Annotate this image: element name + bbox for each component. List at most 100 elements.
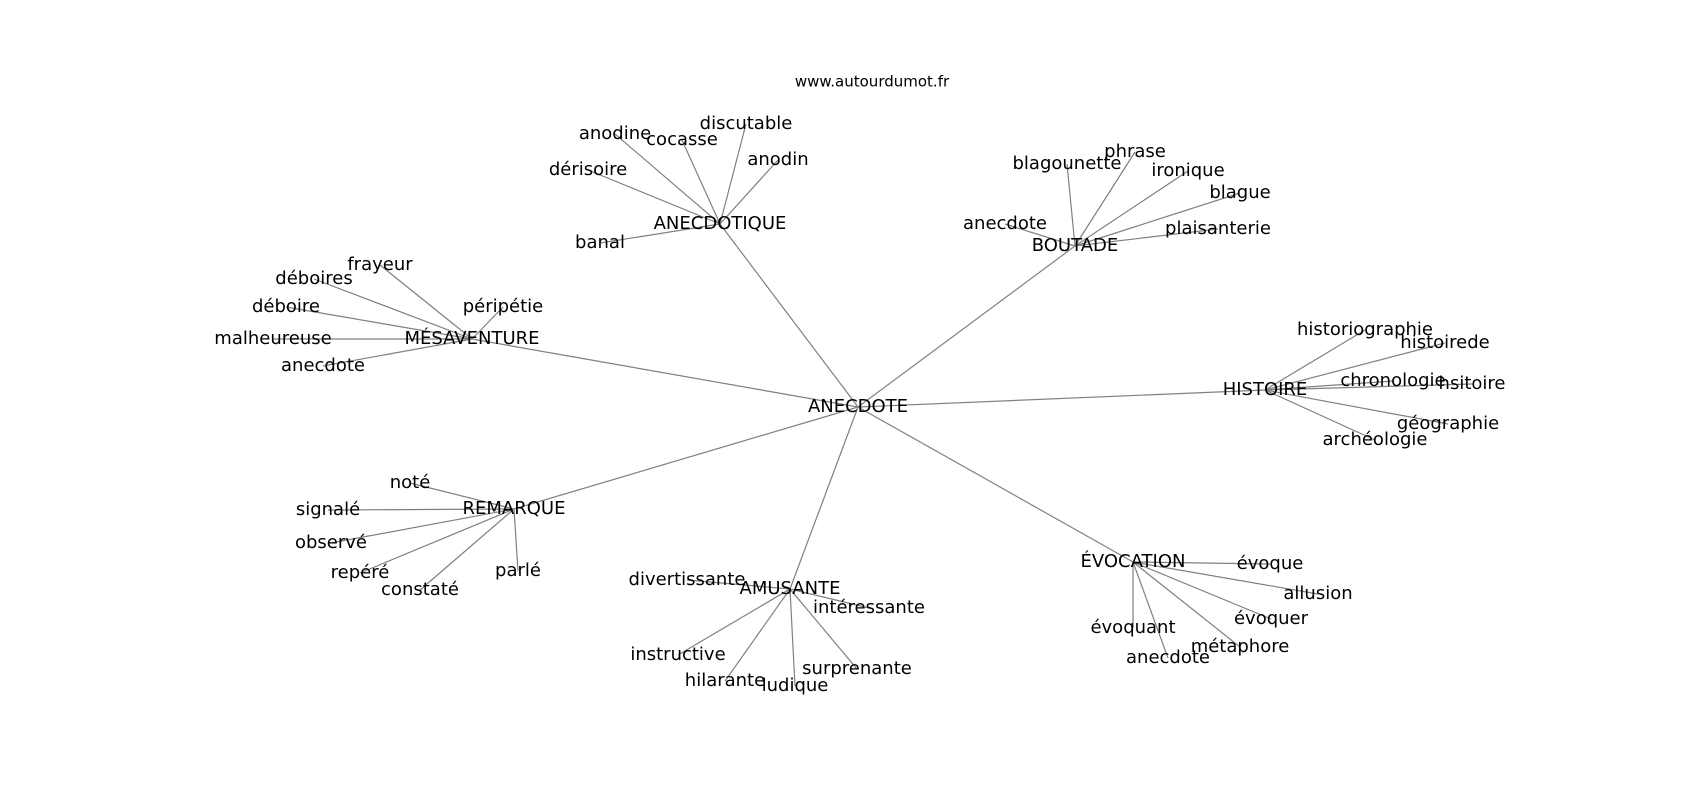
edge-hub-leaf — [1264, 342, 1446, 391]
leaf-word-node[interactable]: surprenante — [802, 658, 912, 679]
hub-word-node[interactable]: AMUSANTE — [740, 578, 841, 599]
leaf-word-node[interactable]: observé — [295, 532, 367, 553]
edge-hub-leaf — [681, 139, 721, 225]
edge-hub-leaf — [587, 169, 721, 225]
edge-hub-leaf — [789, 588, 858, 670]
hub-word-node[interactable]: MÉSAVENTURE — [404, 327, 539, 349]
leaf-word-node[interactable]: ludique — [762, 675, 829, 696]
edge-center-hub — [789, 406, 859, 590]
edge-hub-leaf — [513, 508, 519, 572]
leaf-word-node[interactable]: déboire — [252, 296, 320, 317]
edge-hub-leaf — [1264, 389, 1376, 441]
leaf-word-node[interactable]: évoquant — [1090, 617, 1175, 638]
leaf-word-node[interactable]: déboires — [275, 268, 352, 289]
edge-center-hub — [857, 406, 1134, 563]
edge-hub-leaf — [677, 588, 791, 656]
leaf-word-node[interactable]: constaté — [381, 579, 459, 600]
edge-center-hub — [513, 406, 859, 510]
edge-hub-leaf — [599, 223, 721, 244]
leaf-word-node[interactable]: blague — [1209, 182, 1270, 203]
hub-word-node[interactable]: REMARQUE — [463, 498, 566, 519]
edge-hub-leaf — [1074, 192, 1241, 247]
edge-hub-leaf — [379, 264, 473, 340]
edge-hub-leaf — [719, 159, 779, 225]
edge-hub-leaf — [719, 123, 747, 225]
edge-hub-leaf — [1264, 389, 1449, 425]
leaf-word-node[interactable]: anecdote — [963, 213, 1047, 234]
edge-center-hub — [857, 389, 1266, 408]
leaf-word-node[interactable]: anecdote — [1126, 647, 1210, 668]
edge-hub-leaf — [1074, 170, 1189, 247]
edge-hub-leaf — [409, 482, 515, 510]
edge-hub-leaf — [1264, 383, 1473, 391]
leaf-word-node[interactable]: noté — [390, 472, 431, 493]
edges-layer — [273, 123, 1473, 687]
hub-word-node[interactable]: HISTOIRE — [1223, 379, 1308, 400]
leaf-word-node[interactable]: hilarante — [685, 670, 765, 691]
edge-hub-leaf — [330, 508, 515, 544]
edge-hub-leaf — [724, 588, 791, 682]
edge-hub-leaf — [686, 579, 791, 590]
hub-word-node[interactable]: ÉVOCATION — [1081, 550, 1186, 572]
edge-hub-leaf — [1132, 561, 1169, 659]
leaf-word-node[interactable]: frayeur — [347, 254, 413, 275]
leaf-word-node[interactable]: ironique — [1151, 160, 1224, 181]
leaf-word-node[interactable]: parlé — [495, 560, 541, 581]
leaf-word-node[interactable]: intéressante — [813, 597, 925, 618]
leaf-word-node[interactable]: péripétie — [463, 296, 544, 317]
edge-hub-leaf — [1132, 561, 1319, 595]
edge-hub-leaf — [1264, 329, 1366, 391]
edge-hub-leaf — [1132, 561, 1272, 620]
hub-word-node[interactable]: ANECDOTIQUE — [654, 213, 787, 234]
labels-layer: www.autourdumot.fr ANECDOTE ANECDOTIQUE an… — [214, 73, 1505, 697]
edge-hub-leaf — [1004, 223, 1076, 247]
edge-hub-leaf — [1074, 151, 1136, 247]
edge-hub-leaf — [322, 338, 473, 367]
leaf-word-node[interactable]: cocasse — [646, 129, 718, 150]
edge-hub-leaf — [419, 508, 515, 591]
edge-hub-leaf — [789, 588, 796, 687]
leaf-word-node[interactable]: instructive — [630, 644, 725, 665]
edge-center-hub — [471, 338, 859, 408]
leaf-word-node[interactable]: évoque — [1237, 553, 1304, 574]
leaf-word-node[interactable]: anodin — [747, 149, 808, 170]
leaf-word-node[interactable]: banal — [575, 232, 625, 253]
leaf-word-node[interactable]: anecdote — [281, 355, 365, 376]
leaf-word-node[interactable]: malheureuse — [214, 328, 331, 349]
leaf-word-node[interactable]: repéré — [331, 562, 390, 583]
edge-hub-leaf — [614, 133, 721, 225]
edge-hub-leaf — [1074, 228, 1219, 247]
leaf-word-node[interactable]: évoquer — [1234, 608, 1309, 629]
leaf-word-node[interactable]: phrase — [1104, 141, 1166, 162]
leaf-word-node[interactable]: anodine — [579, 123, 651, 144]
leaf-word-node[interactable]: blagounette — [1013, 153, 1122, 174]
leaf-word-node[interactable]: archéologie — [1323, 429, 1428, 450]
leaf-word-node[interactable]: signalé — [296, 499, 360, 520]
leaf-word-node[interactable]: hsitoire — [1439, 373, 1506, 394]
edge-hub-leaf — [789, 588, 870, 609]
leaf-word-node[interactable]: allusion — [1283, 583, 1352, 604]
leaf-word-node[interactable]: dérisoire — [549, 159, 627, 180]
leaf-word-node[interactable]: divertissante — [629, 569, 746, 590]
edge-center-hub — [857, 245, 1076, 408]
leaf-word-node[interactable]: historiographie — [1297, 319, 1433, 340]
leaf-word-node[interactable]: métaphore — [1191, 636, 1290, 657]
edge-hub-leaf — [327, 508, 515, 511]
leaf-word-node[interactable]: géographie — [1397, 413, 1499, 434]
leaf-word-node[interactable]: plaisanterie — [1165, 218, 1271, 239]
leaf-word-node[interactable]: histoirede — [1400, 332, 1489, 353]
edge-hub-leaf — [1264, 380, 1394, 391]
leaf-word-node[interactable]: chronologie — [1340, 370, 1445, 391]
edge-hub-leaf — [1132, 561, 1241, 648]
edge-hub-leaf — [1066, 163, 1076, 247]
edge-hub-leaf — [285, 306, 473, 340]
hub-word-node[interactable]: BOUTADE — [1032, 235, 1119, 256]
edge-hub-leaf — [313, 278, 473, 340]
edge-center-hub — [719, 223, 859, 408]
center-word-node[interactable]: ANECDOTE — [808, 396, 908, 417]
edge-hub-leaf — [1132, 561, 1271, 565]
leaf-word-node[interactable]: discutable — [700, 113, 793, 134]
site-url: www.autourdumot.fr — [795, 73, 950, 91]
edge-hub-leaf — [359, 508, 515, 574]
